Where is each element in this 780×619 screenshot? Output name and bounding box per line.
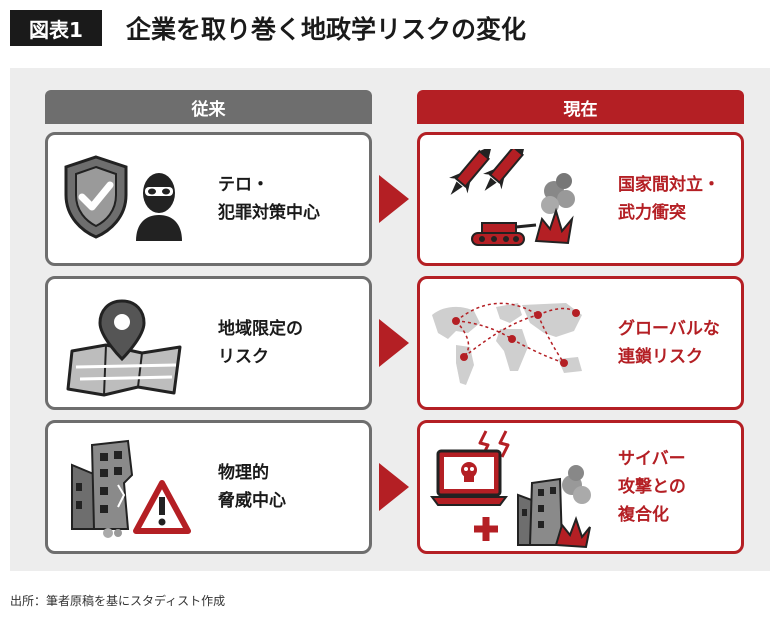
arrow-right-icon xyxy=(379,319,409,367)
arrow-right-icon xyxy=(379,463,409,511)
column-header-old: 従来 xyxy=(45,90,372,124)
figure-badge: 図表1 xyxy=(10,10,102,46)
text-line: 複合化 xyxy=(618,505,669,525)
map-pin-icon xyxy=(66,299,182,397)
shield-check-icon xyxy=(64,155,128,239)
source-note: 出所：筆者原稿を基にスタディスト作成 xyxy=(10,594,226,608)
figure-header: 図表1 企業を取り巻く地政学リスクの変化 xyxy=(10,10,526,46)
old-box-text: テロ・ 犯罪対策中心 xyxy=(218,171,320,227)
new-box-text: グローバルな 連鎖リスク xyxy=(618,315,720,371)
old-box-terror: テロ・ 犯罪対策中心 xyxy=(45,132,372,266)
old-box-text: 地域限定の リスク xyxy=(218,315,303,371)
text-line: 脅威中心 xyxy=(218,491,286,511)
text-line: グローバルな xyxy=(618,319,720,339)
missiles-tank-explosion-icon xyxy=(449,149,575,246)
new-box-text: 国家間対立・ 武力衝突 xyxy=(618,171,720,227)
text-line: リスク xyxy=(218,347,269,367)
text-line: 連鎖リスク xyxy=(618,347,703,367)
text-line: 国家間対立・ xyxy=(618,175,720,195)
world-map-network-icon xyxy=(432,302,582,385)
arrow-right-icon xyxy=(379,175,409,223)
masked-criminal-icon xyxy=(136,173,182,241)
damaged-building-warning-icon xyxy=(71,439,191,538)
old-box-regional: 地域限定の リスク xyxy=(45,276,372,410)
old-box-text: 物理的 脅威中心 xyxy=(218,459,286,515)
new-box-text: サイバー 攻撃との 複合化 xyxy=(618,445,686,529)
figure-title: 企業を取り巻く地政学リスクの変化 xyxy=(126,15,527,44)
text-line: テロ・ xyxy=(218,175,269,195)
new-box-global: グローバルな 連鎖リスク xyxy=(417,276,744,410)
text-line: 物理的 xyxy=(218,463,269,483)
text-line: 攻撃との xyxy=(618,477,686,497)
cyber-attack-laptop-building-icon xyxy=(430,430,591,549)
text-line: サイバー xyxy=(618,449,686,469)
text-line: 犯罪対策中心 xyxy=(218,203,320,223)
new-box-conflict: 国家間対立・ 武力衝突 xyxy=(417,132,744,266)
text-line: 武力衝突 xyxy=(618,203,686,223)
column-header-new: 現在 xyxy=(417,90,744,124)
old-box-physical: 物理的 脅威中心 xyxy=(45,420,372,554)
text-line: 地域限定の xyxy=(218,319,303,339)
new-box-cyber: サイバー 攻撃との 複合化 xyxy=(417,420,744,554)
